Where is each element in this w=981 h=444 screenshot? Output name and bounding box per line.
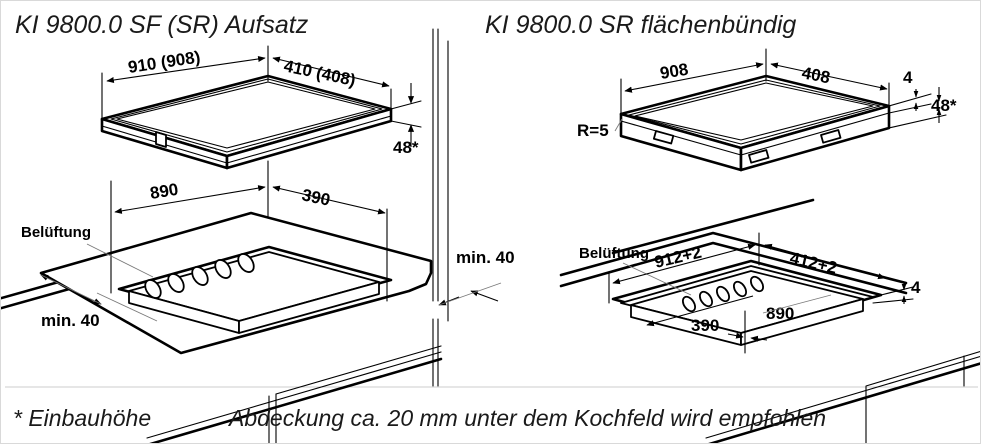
view-top-right: KI 9800.0 SR flächenbündig [485, 11, 957, 172]
dimline-912 [612, 243, 756, 285]
plate-side-inner-line [101, 115, 392, 164]
vent-hole-4 [214, 259, 232, 279]
view-bottom-left: 890 390 Belüftung min. 40 min. 40 [1, 180, 515, 443]
cabinet-br-front-2 [705, 356, 980, 439]
plate-top-bevel-2 [116, 81, 376, 149]
dimline-width-top-left [106, 55, 266, 84]
dim-label-908: 908 [659, 60, 690, 83]
vent-hole-1 [144, 279, 162, 299]
ventilation-holes-group [144, 253, 255, 299]
leader-ventilation-left [86, 243, 154, 278]
cabinet-br-panel [865, 351, 980, 443]
dim-label-height-top-right: 48* [931, 96, 957, 115]
mounting-clip-1 [652, 130, 675, 145]
vent-hole-3 [191, 266, 209, 286]
dimline-depth-top-left [272, 56, 390, 88]
recess-wall-right [740, 298, 864, 346]
dim-label-min40-front-left: min. 40 [41, 311, 100, 330]
dim-label-390-right: 390 [691, 316, 719, 335]
view-bottom-right: Belüftung 912+2 412+2 890 390 4 [559, 198, 980, 443]
mounting-clip-3 [820, 129, 842, 144]
footnote-asterisk: * Einbauhöhe [13, 405, 151, 431]
dim-label-height-top-left: 48* [393, 138, 419, 157]
ext-4r-bottom [872, 298, 914, 304]
leader-890-right [762, 294, 832, 314]
dimline-390-right-b [750, 335, 768, 342]
cabinet-front-edge-1 [149, 357, 443, 443]
dim-label-890-right: 890 [766, 304, 794, 323]
vent-hole-r2 [699, 290, 713, 308]
dim-label-min40-side-left: min. 40 [456, 248, 515, 267]
cabinet-panel-line-3 [275, 345, 442, 395]
label-ventilation-right: Belüftung [579, 245, 649, 262]
vent-hole-5 [237, 253, 255, 273]
ext-line-4-bottom [888, 103, 932, 114]
view-top-left: KI 9800.0 SF (SR) Aufsatz [15, 11, 449, 387]
mounting-clip-2 [748, 149, 770, 164]
dimline-390 [272, 185, 386, 215]
dimline-412 [764, 243, 886, 280]
plate-top-bevel [110, 78, 383, 153]
dimline-890 [114, 185, 266, 214]
dimline-908 [624, 62, 764, 93]
dim-label-890-left: 890 [149, 180, 180, 203]
cabinet-front-edge-2 [146, 351, 442, 439]
footer-notes: * Einbauhöhe Abdeckung ca. 20 mm unter d… [13, 405, 826, 431]
dim-label-radius: R=5 [577, 121, 609, 140]
leader-min40-left-2 [96, 292, 158, 322]
dim-label-recess-4: 4 [911, 278, 921, 297]
ext-line-48r-bottom [888, 114, 947, 129]
vent-hole-r1 [682, 295, 696, 313]
leader-min40-right [438, 282, 502, 306]
label-ventilation-left: Belüftung [21, 224, 91, 241]
ext-line-4-top [888, 93, 932, 107]
title-top-right: KI 9800.0 SR flächenbündig [485, 11, 796, 39]
vent-hole-r3 [716, 285, 730, 303]
footnote-note: Abdeckung ca. 20 mm unter dem Kochfeld w… [227, 405, 826, 431]
cooktop-plate-aufsatz [100, 74, 393, 170]
flush-top-bevel-2 [634, 82, 874, 141]
dimline-890-right [646, 295, 754, 327]
leader-radius [614, 118, 623, 132]
ext-line-48-bottom [390, 120, 422, 128]
leader-min40-left [40, 274, 102, 305]
dimline-min40-right-a [470, 290, 499, 302]
cutout-wall-right [238, 281, 380, 334]
vent-hole-2 [167, 273, 185, 293]
plate-clip-tab [155, 131, 167, 148]
dimline-390-right [727, 332, 744, 339]
cabinet-br-front-1 [708, 362, 980, 443]
dim-label-lip-4: 4 [903, 68, 913, 87]
ext-4r-top [880, 286, 914, 296]
title-top-left: KI 9800.0 SF (SR) Aufsatz [15, 11, 309, 39]
dimline-408 [770, 62, 888, 91]
ext-line-48-top [390, 100, 422, 110]
